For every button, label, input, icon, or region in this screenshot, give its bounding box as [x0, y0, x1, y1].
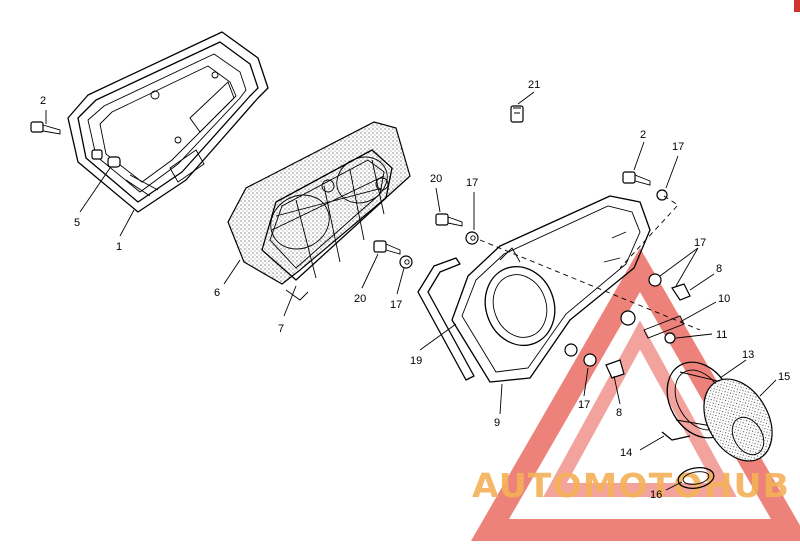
callout-17-right: 17: [672, 141, 684, 153]
clip-8-upper: [671, 283, 691, 301]
callout-13: 13: [742, 349, 754, 361]
callout-17-upper: 17: [466, 177, 478, 189]
air-box-housing: [451, 195, 651, 383]
clamp-ring-16: [677, 467, 715, 489]
callout-8-lower: 8: [616, 407, 622, 419]
leader-lines: [45, 91, 777, 491]
callout-20-lower: 20: [354, 293, 366, 305]
callout-5: 5: [74, 217, 80, 229]
screw-2-left: [30, 121, 61, 135]
callout-11: 11: [716, 329, 727, 341]
screw-20-upper: [435, 213, 463, 227]
watermark-text-auto: AUTOMOTOHUB: [472, 466, 790, 505]
filter-wire-frame: [261, 149, 393, 301]
callout-17-lower: 17: [390, 299, 402, 311]
callout-19: 19: [410, 355, 422, 367]
washer-17-lower-right: [564, 343, 597, 367]
callout-2-right: 2: [640, 129, 646, 141]
callout-16: 16: [650, 489, 662, 501]
washer-17-right-top: [656, 189, 668, 201]
callout-labels: 2 1 5 6 7 20 17 20 17 19 9 21 2 17 17 8 …: [40, 79, 790, 501]
clip-21: [510, 105, 524, 123]
washer-17-lower: [399, 255, 413, 269]
intake-filter-15: [703, 378, 773, 462]
callout-20-upper: 20: [430, 173, 442, 185]
callout-10: 10: [718, 293, 730, 305]
collar-10: [620, 310, 685, 339]
clamp-14: [661, 431, 691, 441]
washer-17-mid: [648, 273, 662, 287]
callout-17-lower-right: 17: [578, 399, 590, 411]
assembly-line-a: [479, 239, 701, 331]
callout-15: 15: [778, 371, 790, 383]
screw-20-lower: [373, 240, 401, 255]
callout-14: 14: [620, 447, 632, 459]
callout-2-left: 2: [40, 95, 46, 107]
callout-9: 9: [494, 417, 500, 429]
callout-1: 1: [116, 241, 122, 253]
callout-6: 6: [214, 287, 220, 299]
assembly-line-b: [619, 195, 679, 269]
clip-8-lower: [605, 359, 625, 379]
air-box-cover: [67, 31, 269, 213]
callout-7: 7: [278, 323, 284, 335]
screw-2-right: [622, 171, 651, 186]
washer-17-upper: [465, 231, 479, 245]
nut-11: [664, 332, 676, 344]
callout-21: 21: [528, 79, 540, 91]
callout-8-upper: 8: [716, 263, 722, 275]
callout-17-mid: 17: [694, 237, 706, 249]
grommet-5: [91, 149, 121, 168]
stay-rod-19: [417, 257, 475, 381]
corner-marker: [794, 0, 800, 12]
